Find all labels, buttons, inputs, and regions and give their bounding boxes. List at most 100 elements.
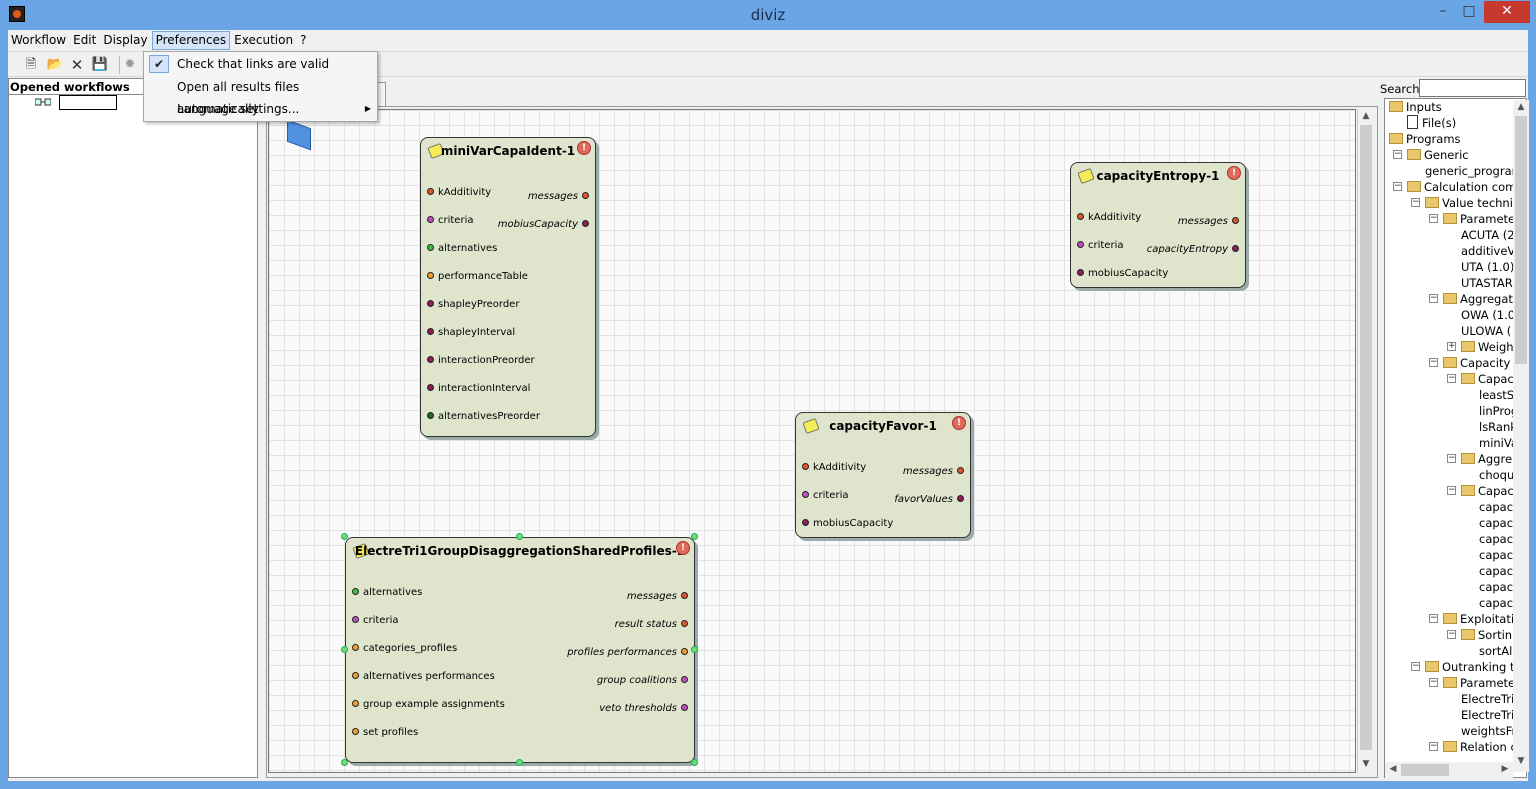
scroll-up-icon[interactable]: ▲ <box>1517 102 1525 112</box>
tree-expander-icon[interactable]: − <box>1429 357 1438 367</box>
menu-preferences[interactable]: Preferences <box>151 31 231 50</box>
tree-item[interactable]: ACUTA (2 <box>1461 227 1515 243</box>
tree-item[interactable]: Inputs <box>1389 99 1442 115</box>
tree-item[interactable]: choqu <box>1479 467 1514 483</box>
input-port[interactable]: kAdditivity <box>802 462 866 473</box>
canvas-vertical-scrollbar[interactable]: ▲ ▼ <box>1357 109 1373 773</box>
tree-item[interactable]: +Weigh <box>1447 339 1514 355</box>
tree-item[interactable]: −Capacity i <box>1429 355 1517 371</box>
port-dot-icon[interactable] <box>681 648 688 655</box>
port-dot-icon[interactable] <box>352 588 359 595</box>
tree-item[interactable]: −Capac <box>1447 371 1514 387</box>
scroll-down-icon[interactable]: ▼ <box>1362 759 1370 769</box>
new-file-icon[interactable]: 🗎 <box>25 57 37 72</box>
selection-handle[interactable] <box>691 646 698 653</box>
input-port[interactable]: mobiusCapacity <box>802 518 893 529</box>
port-dot-icon[interactable] <box>957 467 964 474</box>
close-workflow-icon[interactable]: ✕ <box>70 56 84 74</box>
tree-item[interactable]: −Generic <box>1393 147 1469 163</box>
port-dot-icon[interactable] <box>352 616 359 623</box>
menu-help[interactable]: ? <box>300 33 307 47</box>
output-port[interactable]: favorValues <box>894 494 964 505</box>
scroll-up-icon[interactable]: ▲ <box>1362 111 1370 121</box>
tree-expander-icon[interactable]: − <box>1429 293 1438 303</box>
menu-item-open-results[interactable]: Open all results files automatically <box>144 76 377 116</box>
output-port[interactable]: capacityEntropy <box>1147 244 1239 255</box>
input-port[interactable]: performanceTable <box>427 271 528 282</box>
tree-item[interactable]: miniVa <box>1479 435 1518 451</box>
tree-item[interactable]: −Sortin <box>1447 627 1512 643</box>
tree-item[interactable]: capac <box>1479 547 1513 563</box>
port-dot-icon[interactable] <box>427 384 434 391</box>
port-dot-icon[interactable] <box>957 495 964 502</box>
port-dot-icon[interactable] <box>352 728 359 735</box>
output-port[interactable]: messages <box>1178 216 1239 227</box>
tree-expander-icon[interactable]: − <box>1411 661 1420 671</box>
tree-expander-icon[interactable]: − <box>1447 485 1456 495</box>
tree-expander-icon[interactable]: − <box>1411 197 1420 207</box>
output-port[interactable]: messages <box>903 466 964 477</box>
port-dot-icon[interactable] <box>427 272 434 279</box>
port-dot-icon[interactable] <box>1232 217 1239 224</box>
port-dot-icon[interactable] <box>802 491 809 498</box>
tree-scroll-thumb[interactable] <box>1515 116 1527 364</box>
output-port[interactable]: result status <box>615 619 688 630</box>
output-port[interactable]: group coalitions <box>597 675 688 686</box>
tree-item[interactable]: UTASTAR <box>1461 275 1513 291</box>
tree-item[interactable]: capac <box>1479 595 1513 611</box>
tree-item[interactable]: generic_program ( <box>1425 163 1526 179</box>
tree-expander-icon[interactable]: − <box>1429 741 1438 751</box>
tree-item[interactable]: capac <box>1479 531 1513 547</box>
port-dot-icon[interactable] <box>352 700 359 707</box>
save-icon[interactable]: 💾 <box>91 57 109 72</box>
tree-item[interactable]: −Outranking te <box>1411 659 1522 675</box>
port-dot-icon[interactable] <box>681 592 688 599</box>
tree-item[interactable]: ULOWA ( <box>1461 323 1511 339</box>
tree-item[interactable]: −Aggre <box>1447 451 1512 467</box>
input-port[interactable]: shapleyInterval <box>427 327 515 338</box>
close-button[interactable]: ✕ <box>1484 1 1530 23</box>
port-dot-icon[interactable] <box>427 300 434 307</box>
output-port[interactable]: messages <box>627 591 688 602</box>
selection-handle[interactable] <box>516 533 523 540</box>
tree-item[interactable]: sortAl <box>1479 643 1512 659</box>
tree-expander-icon[interactable]: − <box>1447 373 1456 383</box>
settings-gear-icon[interactable]: ✹ <box>124 57 136 72</box>
port-dot-icon[interactable] <box>427 356 434 363</box>
tree-item[interactable]: weightsFr <box>1461 723 1516 739</box>
tree-item[interactable]: Programs <box>1389 131 1461 147</box>
tree-item[interactable]: capac <box>1479 563 1513 579</box>
tree-vertical-scrollbar[interactable]: ▲ ▼ <box>1513 100 1529 772</box>
tree-expander-icon[interactable]: − <box>1393 149 1402 159</box>
port-dot-icon[interactable] <box>802 519 809 526</box>
port-dot-icon[interactable] <box>681 676 688 683</box>
input-port[interactable]: criteria <box>427 215 473 226</box>
tree-hscroll-thumb[interactable] <box>1401 764 1449 776</box>
input-port[interactable]: categories_profiles <box>352 643 457 654</box>
minimize-button[interactable]: – <box>1439 3 1447 19</box>
workflow-node-icon[interactable] <box>35 97 51 107</box>
port-dot-icon[interactable] <box>427 412 434 419</box>
port-dot-icon[interactable] <box>681 620 688 627</box>
error-icon[interactable]: ! <box>577 141 591 155</box>
input-port[interactable]: kAdditivity <box>1077 212 1141 223</box>
port-dot-icon[interactable] <box>427 244 434 251</box>
menu-execution[interactable]: Execution <box>234 33 294 47</box>
output-port[interactable]: profiles performances <box>567 647 688 658</box>
error-icon[interactable]: ! <box>1227 166 1241 180</box>
node-electretri-group-disaggregation[interactable]: ElectreTri1GroupDisaggregationSharedProf… <box>345 537 695 763</box>
tree-expander-icon[interactable]: − <box>1447 629 1456 639</box>
input-port[interactable]: criteria <box>1077 240 1123 251</box>
tree-item[interactable]: additiveVa <box>1461 243 1521 259</box>
tree-item[interactable]: −Paramete <box>1429 675 1515 691</box>
input-port[interactable]: alternatives <box>352 587 422 598</box>
input-port[interactable]: kAdditivity <box>427 187 491 198</box>
selection-handle[interactable] <box>341 533 348 540</box>
port-dot-icon[interactable] <box>1077 241 1084 248</box>
output-port[interactable]: messages <box>528 191 589 202</box>
selection-handle[interactable] <box>341 759 348 766</box>
open-folder-icon[interactable]: 📂 <box>46 57 64 72</box>
